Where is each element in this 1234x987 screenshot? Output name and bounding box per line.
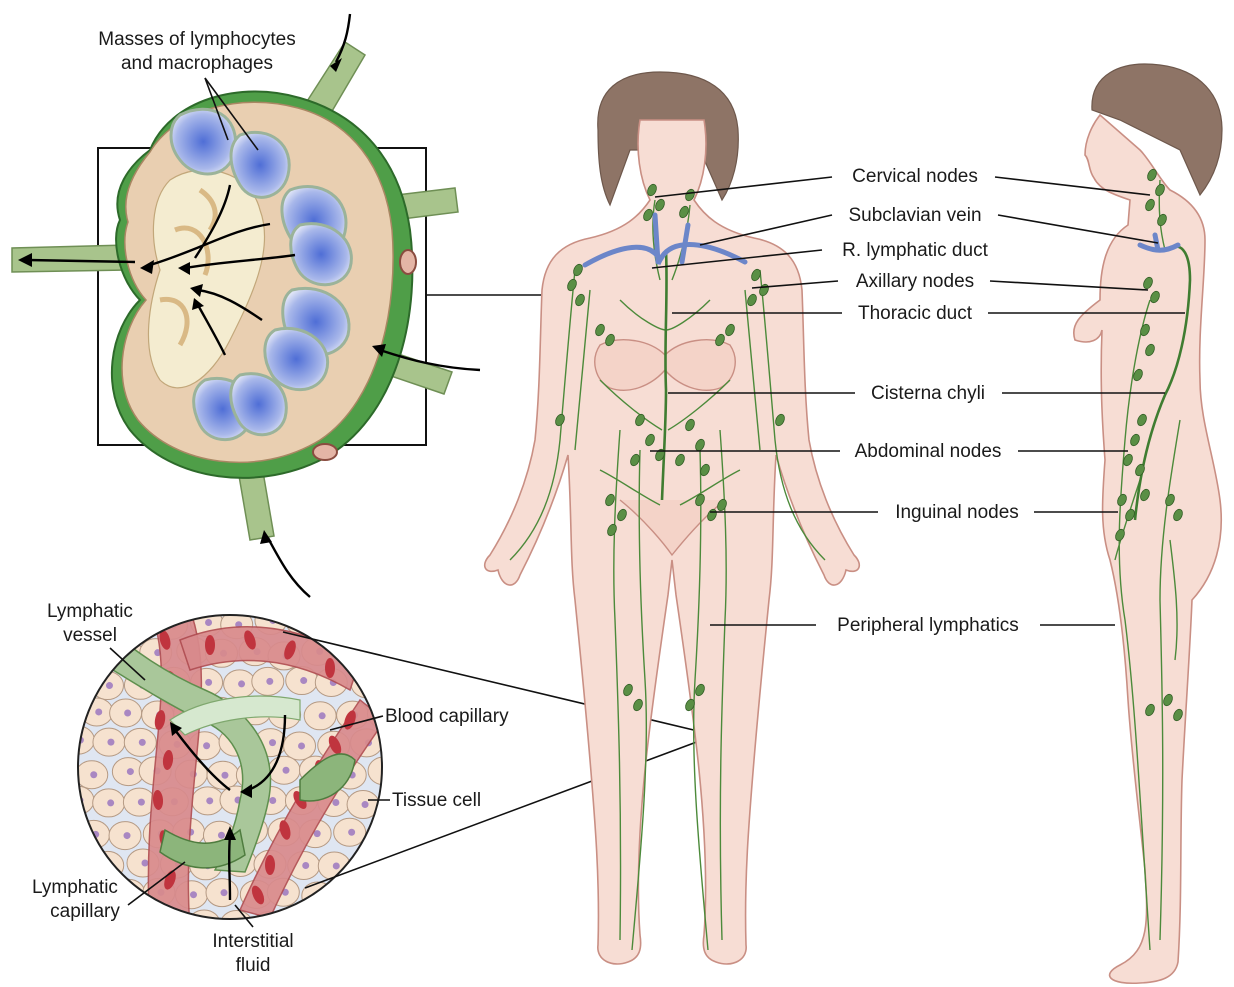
lymph-node-illustration: Masses of lymphocytes and macrophages bbox=[11, 13, 560, 598]
body-labels: Cervical nodes Subclavian vein R. lympha… bbox=[650, 166, 1185, 636]
label-inguinal-nodes: Inguinal nodes bbox=[895, 502, 1019, 523]
tissue-detail-illustration: Lymphatic vessel Blood capillary Tissue … bbox=[32, 601, 719, 976]
front-body-figure bbox=[483, 71, 861, 965]
side-hair bbox=[1091, 63, 1223, 197]
thoracic-duct-front bbox=[660, 249, 668, 501]
label-cervical-nodes: Cervical nodes bbox=[852, 166, 978, 187]
label-lymphatic-vessel-line2: vessel bbox=[63, 625, 117, 646]
side-lymph-nodes bbox=[1115, 168, 1183, 722]
lymphatic-capillary bbox=[159, 828, 246, 869]
label-peripheral-lymphatics: Peripheral lymphatics bbox=[837, 615, 1019, 636]
front-lymph-nodes bbox=[555, 183, 785, 712]
label-blood-capillary: Blood capillary bbox=[385, 706, 509, 727]
label-r-lymphatic-duct: R. lymphatic duct bbox=[842, 240, 988, 261]
lymphocyte-masses bbox=[169, 107, 353, 442]
label-interstitial-line2: fluid bbox=[236, 955, 271, 976]
thoracic-duct-side bbox=[1133, 244, 1192, 521]
flow-arrows bbox=[18, 13, 481, 598]
label-masses-line1: Masses of lymphocytes bbox=[98, 29, 295, 50]
label-axillary-nodes: Axillary nodes bbox=[856, 271, 974, 292]
front-lymphatic-vessels bbox=[509, 199, 826, 951]
label-tissue-cell: Tissue cell bbox=[392, 790, 481, 811]
side-body-outline bbox=[1073, 113, 1223, 985]
label-lymphatic-capillary-line1: Lymphatic bbox=[32, 877, 118, 898]
label-thoracic-duct: Thoracic duct bbox=[858, 303, 973, 324]
label-subclavian-vein: Subclavian vein bbox=[848, 205, 981, 226]
label-masses-line2: and macrophages bbox=[121, 53, 273, 74]
label-lymphatic-capillary-line2: capillary bbox=[50, 901, 120, 922]
label-interstitial-line1: Interstitial bbox=[212, 931, 293, 952]
label-cisterna-chyli: Cisterna chyli bbox=[871, 383, 985, 404]
side-body-figure bbox=[1073, 63, 1223, 985]
label-lymphatic-vessel-line1: Lymphatic bbox=[47, 601, 133, 622]
label-abdominal-nodes: Abdominal nodes bbox=[855, 441, 1002, 462]
